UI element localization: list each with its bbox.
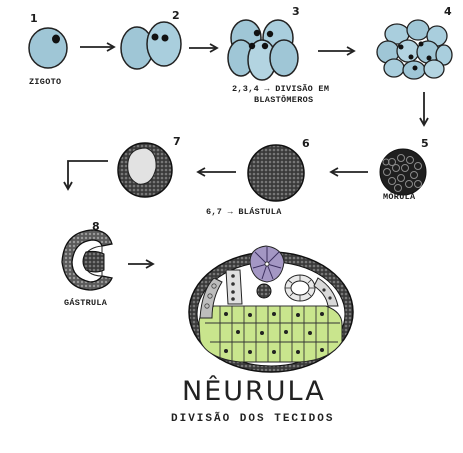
neurula-subtitle: DIVISÃO DOS TECIDOS (171, 413, 335, 425)
stage-number: 2 (172, 9, 180, 22)
arrow-6-7 (196, 167, 236, 177)
stage-number: 8 (92, 220, 100, 233)
stage-caption: ZIGOTO (29, 77, 62, 87)
blastula-cavity-cell (117, 142, 173, 198)
zygote-cell (28, 27, 68, 69)
stage-caption-line2: BLASTÔMEROS (254, 95, 314, 105)
stage-number: 4 (444, 5, 452, 18)
stage-number: 5 (421, 137, 429, 150)
arrow-3-4 (318, 46, 356, 56)
stage-number: 7 (173, 135, 181, 148)
arrow-1-2 (80, 42, 116, 52)
four-cell-stage (227, 19, 299, 81)
arrow-5-6 (329, 167, 368, 177)
arrow-7-8 (63, 160, 108, 191)
stage-number: 6 (302, 137, 310, 150)
gastrula-cell (61, 229, 113, 291)
stage-caption: 2,3,4 → DIVISÃO EM (232, 84, 330, 94)
blastula-cell (247, 144, 305, 202)
arrow-2-3 (189, 43, 219, 53)
morula-cell (379, 148, 427, 196)
stage-caption: GÁSTRULA (64, 298, 108, 308)
neurula-title: NÊURULA (182, 376, 326, 407)
two-cell-stage (120, 21, 182, 70)
stage-caption: 6,7 → BLÁSTULA (206, 207, 282, 217)
multi-cell-stage (376, 19, 453, 80)
stage-number: 3 (292, 5, 300, 18)
neurula-drawing (188, 245, 354, 373)
arrow-4-5 (419, 92, 429, 127)
arrow-8-neurula (128, 259, 155, 269)
stage-caption: MÓRULA (383, 192, 416, 202)
stage-number: 1 (30, 12, 38, 25)
